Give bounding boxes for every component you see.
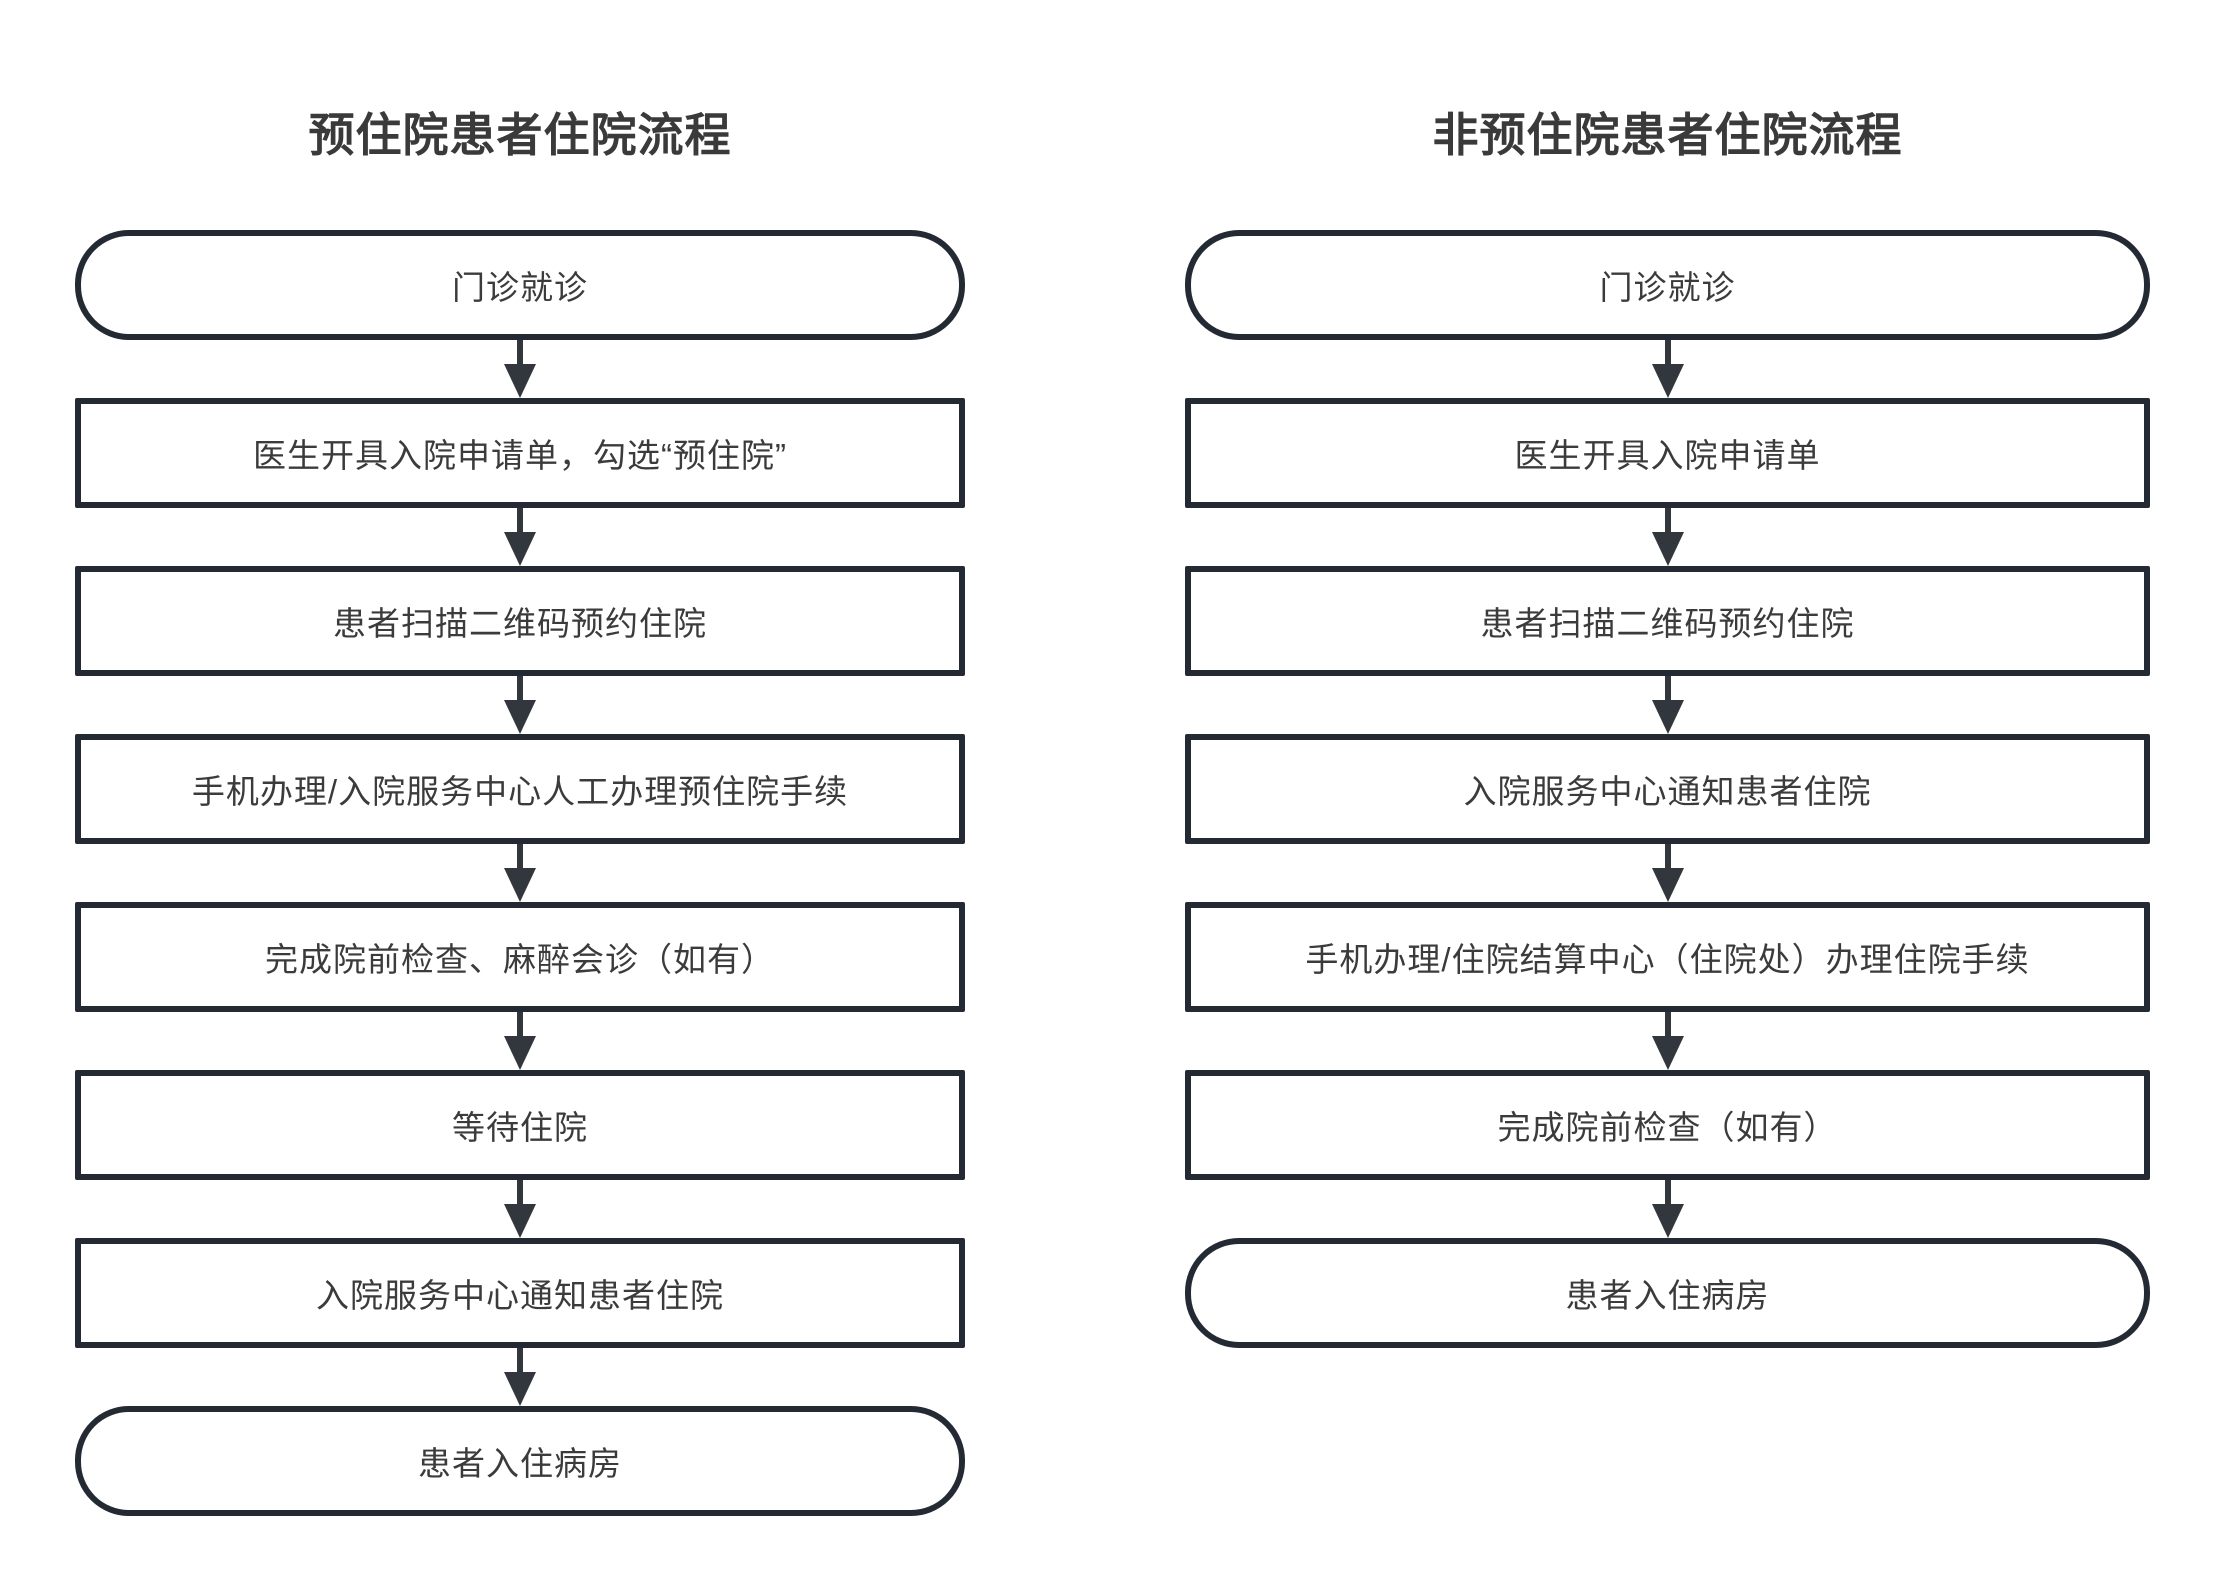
step-label: 手机办理/入院服务中心人工办理预住院手续 bbox=[191, 773, 849, 810]
step-label: 患者扫描二维码预约住院 bbox=[1480, 605, 1855, 642]
step-handle-pre-admission: 手机办理/入院服务中心人工办理预住院手续 bbox=[75, 734, 965, 844]
step-label: 入院服务中心通知患者住院 bbox=[316, 1277, 724, 1314]
step-label: 医生开具入院申请单 bbox=[1514, 437, 1821, 474]
step-pre-admission-exams: 完成院前检查、麻醉会诊（如有） bbox=[75, 902, 965, 1012]
step-scan-qr-code: 患者扫描二维码预约住院 bbox=[75, 566, 965, 676]
flowchart-title: 非预住院患者住院流程 bbox=[1432, 109, 1903, 161]
down-arrow-icon bbox=[1651, 1180, 1684, 1238]
flowchart-title: 预住院患者住院流程 bbox=[308, 109, 732, 161]
step-label: 门诊就诊 bbox=[1599, 269, 1736, 306]
step-outpatient-visit: 门诊就诊 bbox=[1185, 230, 2150, 340]
down-arrow-icon bbox=[1651, 844, 1684, 902]
down-arrow-icon bbox=[504, 1012, 536, 1070]
step-label: 完成院前检查（如有） bbox=[1497, 1109, 1838, 1146]
down-arrow-icon bbox=[504, 508, 536, 566]
down-arrow-icon bbox=[504, 1348, 536, 1406]
step-center-notifies-patient: 入院服务中心通知患者住院 bbox=[1185, 734, 2150, 844]
down-arrow-icon bbox=[504, 844, 536, 902]
step-outpatient-visit: 门诊就诊 bbox=[75, 230, 965, 340]
step-label: 等待住院 bbox=[452, 1109, 588, 1146]
step-wait-for-admission: 等待住院 bbox=[75, 1070, 965, 1180]
step-center-notifies-patient: 入院服务中心通知患者住院 bbox=[75, 1238, 965, 1348]
step-patient-enters-ward: 患者入住病房 bbox=[75, 1406, 965, 1516]
flowchart-pre-admission: 预住院患者住院流程 门诊就诊 医生开具入院申请单，勾选“预住院” 患者扫描二维码… bbox=[75, 105, 965, 1516]
step-handle-admission: 手机办理/住院结算中心（住院处）办理住院手续 bbox=[1185, 902, 2150, 1012]
step-scan-qr-code: 患者扫描二维码预约住院 bbox=[1185, 566, 2150, 676]
down-arrow-icon bbox=[1651, 508, 1684, 566]
step-patient-enters-ward: 患者入住病房 bbox=[1185, 1238, 2150, 1348]
step-label: 门诊就诊 bbox=[452, 269, 588, 306]
step-label: 患者入住病房 bbox=[418, 1445, 622, 1482]
step-label: 完成院前检查、麻醉会诊（如有） bbox=[265, 941, 775, 978]
down-arrow-icon bbox=[504, 676, 536, 734]
step-label: 入院服务中心通知患者住院 bbox=[1463, 773, 1872, 810]
flowchart-non-pre-admission: 非预住院患者住院流程 门诊就诊 医生开具入院申请单 患者扫描二维码预约住院 入院… bbox=[1185, 105, 2150, 1348]
down-arrow-icon bbox=[504, 340, 536, 398]
down-arrow-icon bbox=[1651, 340, 1684, 398]
step-label: 手机办理/住院结算中心（住院处）办理住院手续 bbox=[1305, 941, 2030, 978]
down-arrow-icon bbox=[504, 1180, 536, 1238]
step-pre-admission-exams: 完成院前检查（如有） bbox=[1185, 1070, 2150, 1180]
step-label: 患者入住病房 bbox=[1565, 1277, 1770, 1314]
down-arrow-icon bbox=[1651, 1012, 1684, 1070]
step-doctor-issues-form: 医生开具入院申请单 bbox=[1185, 398, 2150, 508]
step-doctor-issues-form: 医生开具入院申请单，勾选“预住院” bbox=[75, 398, 965, 508]
step-label: 医生开具入院申请单，勾选“预住院” bbox=[253, 437, 787, 474]
down-arrow-icon bbox=[1651, 676, 1684, 734]
step-label: 患者扫描二维码预约住院 bbox=[333, 605, 707, 642]
